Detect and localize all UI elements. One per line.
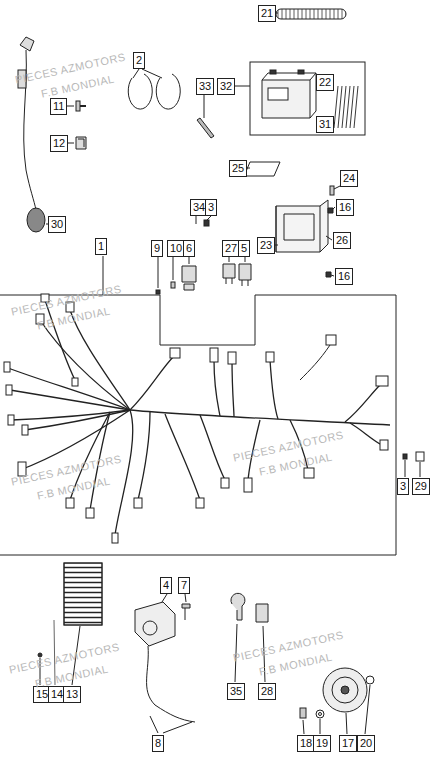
callout-number: 28 xyxy=(258,683,276,700)
callout-number: 5 xyxy=(238,240,250,257)
callout-number: 25 xyxy=(229,160,247,177)
callout-text: 16 xyxy=(339,201,351,213)
callout-text: 21 xyxy=(261,7,273,19)
callout-number: 16 xyxy=(336,199,354,216)
callout-number: 22 xyxy=(316,74,334,91)
callout-number: 1 xyxy=(95,238,107,255)
callout-number: 4 xyxy=(160,577,172,594)
callout-text: 19 xyxy=(316,737,328,749)
callout-number: 2 xyxy=(133,52,145,69)
callout-text: 26 xyxy=(336,234,348,246)
callout-text: 35 xyxy=(230,685,242,697)
callout-number: 30 xyxy=(48,216,66,233)
callout-number: 29 xyxy=(412,478,430,495)
callout-number: 24 xyxy=(340,170,358,187)
callout-text: 29 xyxy=(415,480,427,492)
callout-number: 21 xyxy=(258,5,276,22)
callout-number: 3 xyxy=(397,478,409,495)
callout-text: 4 xyxy=(163,579,169,591)
callout-text: 14 xyxy=(51,688,63,700)
callout-text: 7 xyxy=(181,579,187,591)
callout-text: 20 xyxy=(360,737,372,749)
callout-text: 3 xyxy=(400,480,406,492)
callout-text: 15 xyxy=(36,688,48,700)
callout-text: 5 xyxy=(241,242,247,254)
callout-number: 11 xyxy=(50,98,67,115)
callout-text: 34 xyxy=(193,201,205,213)
callout-number: 13 xyxy=(63,686,81,703)
callout-text: 33 xyxy=(199,80,211,92)
callout-number: 16 xyxy=(335,268,353,285)
callout-text: 6 xyxy=(186,242,192,254)
callout-text: 32 xyxy=(220,80,232,92)
callout-number: 33 xyxy=(196,78,214,95)
callout-text: 8 xyxy=(155,737,161,749)
callout-text: 10 xyxy=(170,242,182,254)
callout-text: 3 xyxy=(208,201,214,213)
callout-number: 20 xyxy=(357,735,375,752)
callout-text: 25 xyxy=(232,162,244,174)
callout-number: 23 xyxy=(257,237,275,254)
callout-text: 28 xyxy=(261,685,273,697)
callout-number: 3 xyxy=(205,199,217,216)
callout-text: 31 xyxy=(319,118,331,130)
callout-text: 30 xyxy=(51,218,63,230)
callout-text: 2 xyxy=(136,54,142,66)
callout-text: 16 xyxy=(338,270,350,282)
callout-text: 24 xyxy=(343,172,355,184)
callout-text: 22 xyxy=(319,76,331,88)
callout-number: 35 xyxy=(227,683,245,700)
callout-text: 17 xyxy=(342,737,354,749)
callout-number: 26 xyxy=(333,232,351,249)
callout-number: 6 xyxy=(183,240,195,257)
callout-text: 23 xyxy=(260,239,272,251)
callout-text: 18 xyxy=(300,737,312,749)
callout-text: 13 xyxy=(66,688,78,700)
callout-number: 8 xyxy=(152,735,164,752)
callout-number: 12 xyxy=(50,135,68,152)
callout-number: 19 xyxy=(313,735,331,752)
callout-number: 31 xyxy=(316,116,334,133)
callout-text: 1 xyxy=(98,240,104,252)
callout-number: 32 xyxy=(217,78,235,95)
callout-number: 17 xyxy=(339,735,357,752)
callout-text: 11 xyxy=(53,100,64,112)
callout-text: 12 xyxy=(53,137,65,149)
callout-text: 27 xyxy=(225,242,237,254)
callout-number: 9 xyxy=(151,240,163,257)
callout-number: 7 xyxy=(178,577,190,594)
callout-text: 9 xyxy=(154,242,160,254)
